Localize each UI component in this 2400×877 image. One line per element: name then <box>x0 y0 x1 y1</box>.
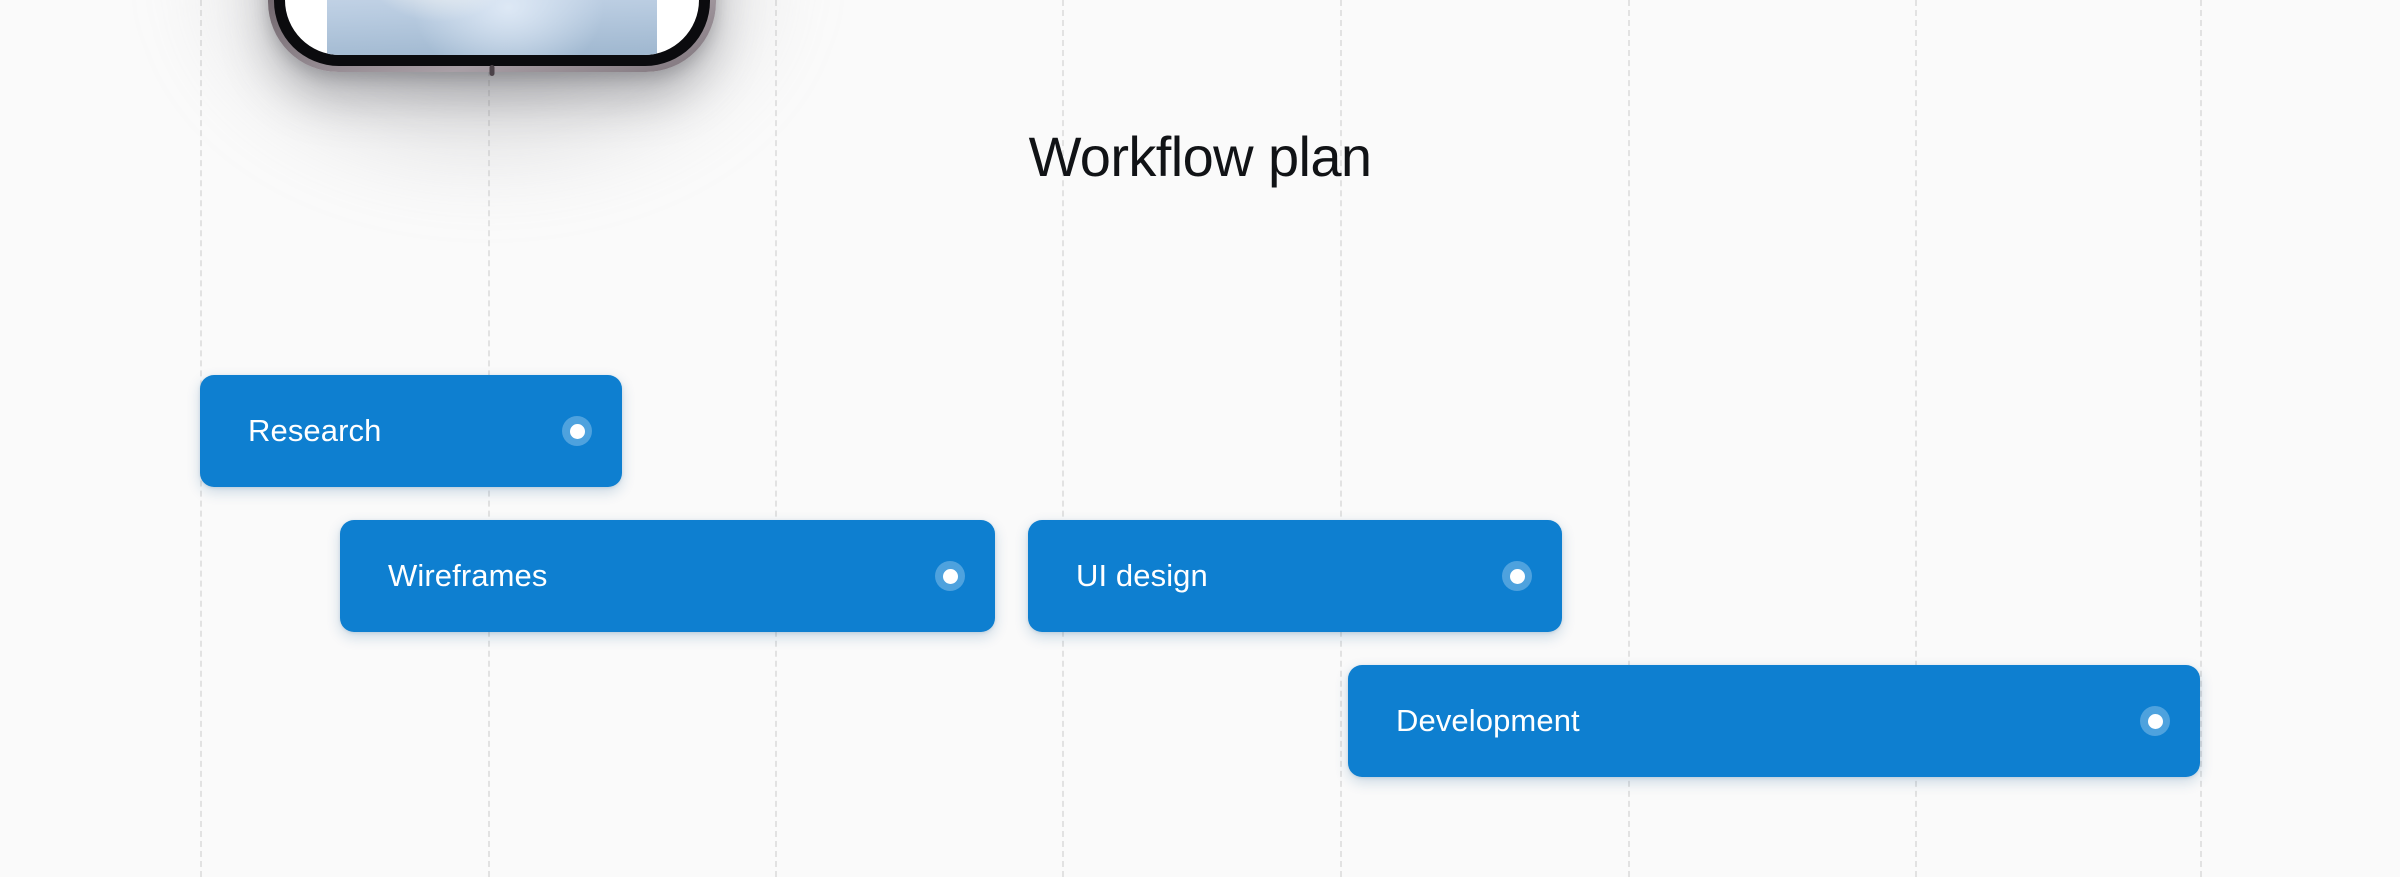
task-label: Wireframes <box>388 558 548 593</box>
task-handle-dot <box>569 423 585 439</box>
phone-device-mockup <box>118 0 858 470</box>
phone-bottom-port <box>489 65 495 76</box>
phone-screen-photo <box>327 0 657 55</box>
phone-screen <box>285 0 699 55</box>
task-resize-handle-icon[interactable] <box>562 416 592 446</box>
task-handle-dot <box>2147 713 2163 729</box>
task-bar[interactable]: Research <box>200 375 622 487</box>
task-label: Development <box>1396 703 1580 738</box>
task-handle-dot <box>1509 568 1525 584</box>
page-title: Workflow plan <box>1028 125 1372 188</box>
task-bar[interactable]: Wireframes <box>340 520 995 632</box>
task-bar[interactable]: UI design <box>1028 520 1562 632</box>
task-resize-handle-icon[interactable] <box>1502 561 1532 591</box>
phone-frame <box>268 0 716 76</box>
task-resize-handle-icon[interactable] <box>935 561 965 591</box>
task-label: UI design <box>1076 558 1208 593</box>
task-handle-dot <box>942 568 958 584</box>
task-bar[interactable]: Development <box>1348 665 2200 777</box>
phone-bezel <box>274 0 710 66</box>
task-label: Research <box>248 413 382 448</box>
task-resize-handle-icon[interactable] <box>2140 706 2170 736</box>
